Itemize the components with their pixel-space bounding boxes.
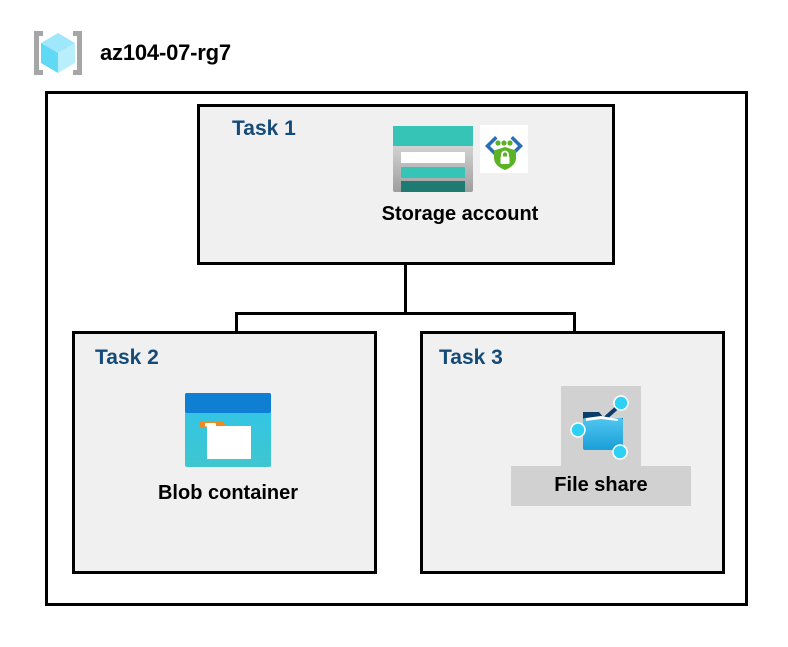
task-label-2: Task 2 xyxy=(95,346,159,369)
node-caption-file-share: File share xyxy=(554,474,648,496)
connector-line-horizontal-bus xyxy=(235,312,576,315)
node-file-share: File share xyxy=(511,386,691,506)
resource-group-header: az104-07-rg7 xyxy=(30,26,231,80)
node-caption-blob-container: Blob container xyxy=(157,482,298,504)
task-label-1: Task 1 xyxy=(232,117,296,140)
resource-group-name: az104-07-rg7 xyxy=(100,40,231,65)
connector-line-storage-trunk xyxy=(404,265,407,314)
task-box-1: Task 1 xyxy=(197,104,615,265)
task-box-2: Task 2 xyxy=(72,331,377,574)
file-share-icon-backplate xyxy=(561,386,641,466)
storage-account-icon xyxy=(392,125,474,193)
node-storage-account: Storage account xyxy=(365,125,555,225)
secure-endpoint-shield-icon xyxy=(480,125,528,173)
resource-group-cube-icon xyxy=(30,26,86,80)
node-blob-container: Blob container xyxy=(133,392,323,504)
file-share-icon xyxy=(563,388,639,464)
task-box-3: Task 3 xyxy=(420,331,725,574)
blob-container-icon xyxy=(184,392,272,468)
node-caption-storage-account: Storage account xyxy=(381,203,539,225)
file-share-caption-backplate: File share xyxy=(511,466,691,506)
task-label-3: Task 3 xyxy=(439,346,503,369)
